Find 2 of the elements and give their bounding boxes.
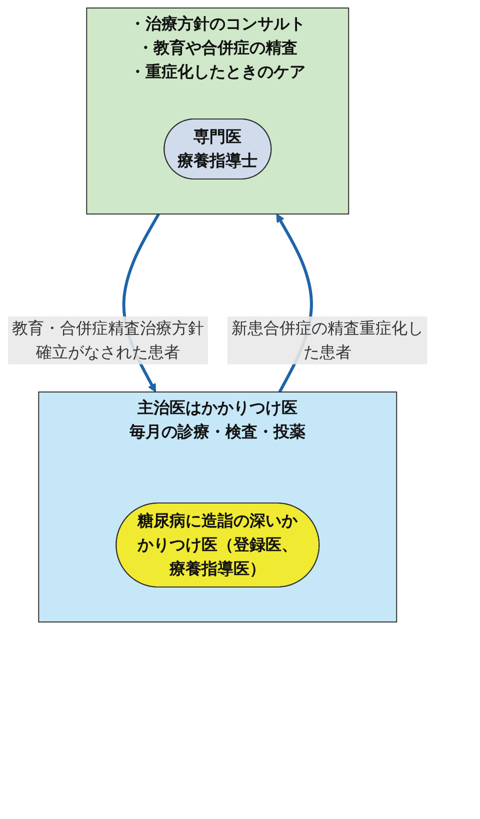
edge-label: 新患合併症の精査重症化した患者 <box>231 318 424 362</box>
edge-label: 教育・合併症精査治療方針確立がなされた患者 <box>12 318 204 362</box>
